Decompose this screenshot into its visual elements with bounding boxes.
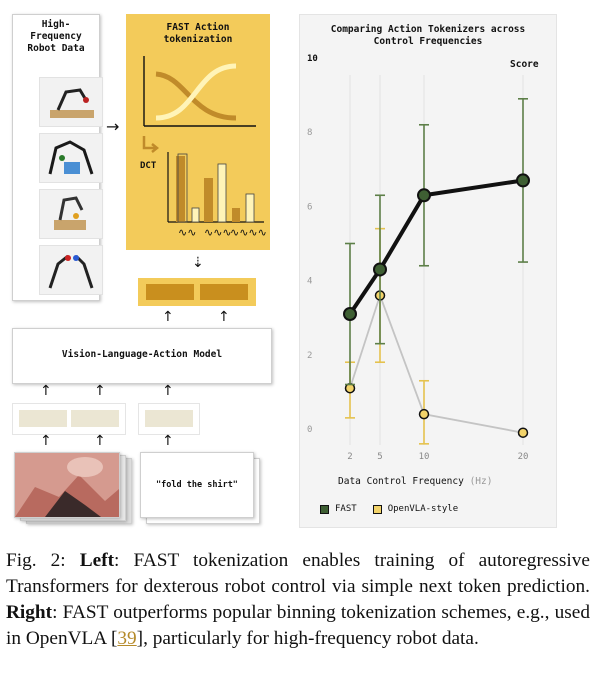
text-token-1 [145, 410, 193, 427]
y-tick-10: 10 [307, 54, 318, 64]
robot-image-4 [39, 245, 103, 295]
y-tick-0: 0 [307, 425, 312, 435]
openvla-point-20 [517, 427, 529, 438]
x-tick-10: 10 [419, 452, 430, 462]
dct-arrow [142, 136, 160, 153]
shirt-image [14, 452, 120, 518]
x-axis-label: Data Control Frequency (Hz) [338, 476, 492, 487]
robot-image-3 [39, 189, 103, 239]
vla-model-box: Vision-Language-Action Model [12, 328, 272, 384]
x-axis-label-unit: (Hz) [469, 476, 493, 487]
legend-openvla-label: OpenVLA-style [387, 504, 459, 514]
wave-symbol-2: ∿∿∿ [204, 226, 232, 239]
arrow-up-token-2: ↑ [218, 309, 230, 325]
y-tick-2: 2 [307, 351, 312, 361]
dct-bars [167, 152, 264, 223]
image-token-strip [12, 403, 126, 435]
prompt-text: "fold the shirt" [156, 480, 238, 490]
fast-point-10 [417, 188, 431, 203]
robot-image-2 [39, 133, 103, 183]
fast-point-20 [516, 173, 530, 188]
y-tick-8: 8 [307, 128, 312, 138]
robot-data-label: High- Frequency Robot Data [27, 19, 85, 54]
dct-label: DCT [140, 161, 157, 171]
wave-symbol-3: ∿∿∿∿ [230, 226, 267, 239]
x-tick-2: 2 [347, 452, 352, 462]
arrow-up-token-1: ↑ [162, 309, 174, 325]
caption-left-text: : FAST tokenization enables training of … [6, 550, 590, 597]
fast-point-5 [373, 262, 387, 277]
chart-title: Comparing Action Tokenizers across Contr… [330, 24, 526, 47]
fast-series-line [348, 178, 524, 316]
x-tick-20: 20 [518, 452, 529, 462]
caption-right-text-1: : FAST outperforms popular binning token… [6, 602, 590, 649]
arrow-down-dashed: ⇣ [192, 255, 204, 271]
figure-caption: Fig. 2: Left: FAST tokenization enables … [6, 548, 590, 652]
fast-title: FAST Action tokenization [163, 22, 233, 45]
legend-fast-label: FAST [335, 504, 357, 514]
fast-tokenization-panel: FAST Action tokenization DCT ∿∿ ∿∿∿ ∿∿∿∿ [126, 14, 270, 250]
caption-right-head: Right [6, 602, 53, 623]
action-token-2 [200, 284, 248, 300]
x-tick-5: 5 [377, 452, 382, 462]
y-tick-6: 6 [307, 202, 312, 212]
curves-plot [143, 56, 256, 127]
image-token-1 [19, 410, 67, 427]
chart-panel: Comparing Action Tokenizers across Contr… [299, 14, 557, 528]
robot-data-card: High- Frequency Robot Data [12, 14, 103, 301]
y-tick-4: 4 [307, 277, 312, 287]
y-axis-label: Score [510, 59, 539, 70]
arrow-up-image-2: ↑ [94, 433, 106, 449]
legend-openvla-swatch [372, 504, 382, 514]
action-token-strip [138, 278, 256, 306]
x-axis-label-text: Data Control Frequency [338, 476, 464, 487]
legend-fast-swatch [320, 504, 329, 514]
caption-right-text-2: ], particularly for high-frequency robot… [136, 628, 479, 649]
arrow-up-input-1: ↑ [40, 383, 52, 399]
citation-link[interactable]: 39 [117, 628, 137, 649]
arrow-up-input-2: ↑ [94, 383, 106, 399]
wave-symbol-1: ∿∿ [178, 226, 197, 239]
robot-image-1 [39, 77, 103, 127]
caption-left-head: Left [79, 550, 115, 571]
text-token-strip [138, 403, 200, 435]
arrow-up-text: ↑ [162, 433, 174, 449]
openvla-series-line [349, 292, 524, 434]
image-token-2 [71, 410, 119, 427]
chart-plot: 2 5 10 20 0 2 4 6 8 10 [307, 54, 530, 462]
action-token-1 [146, 284, 194, 300]
arrow-up-input-3: ↑ [162, 383, 174, 399]
prompt-card: "fold the shirt" [140, 452, 254, 518]
openvla-point-10 [418, 408, 430, 420]
arrow-up-image: ↑ [40, 433, 52, 449]
legend: FAST OpenVLA-style [320, 504, 458, 514]
arrow-right: → [106, 117, 120, 136]
caption-fig: Fig. 2: [6, 550, 66, 571]
vla-model-label: Vision-Language-Action Model [61, 349, 223, 360]
fast-point-2 [343, 306, 357, 321]
